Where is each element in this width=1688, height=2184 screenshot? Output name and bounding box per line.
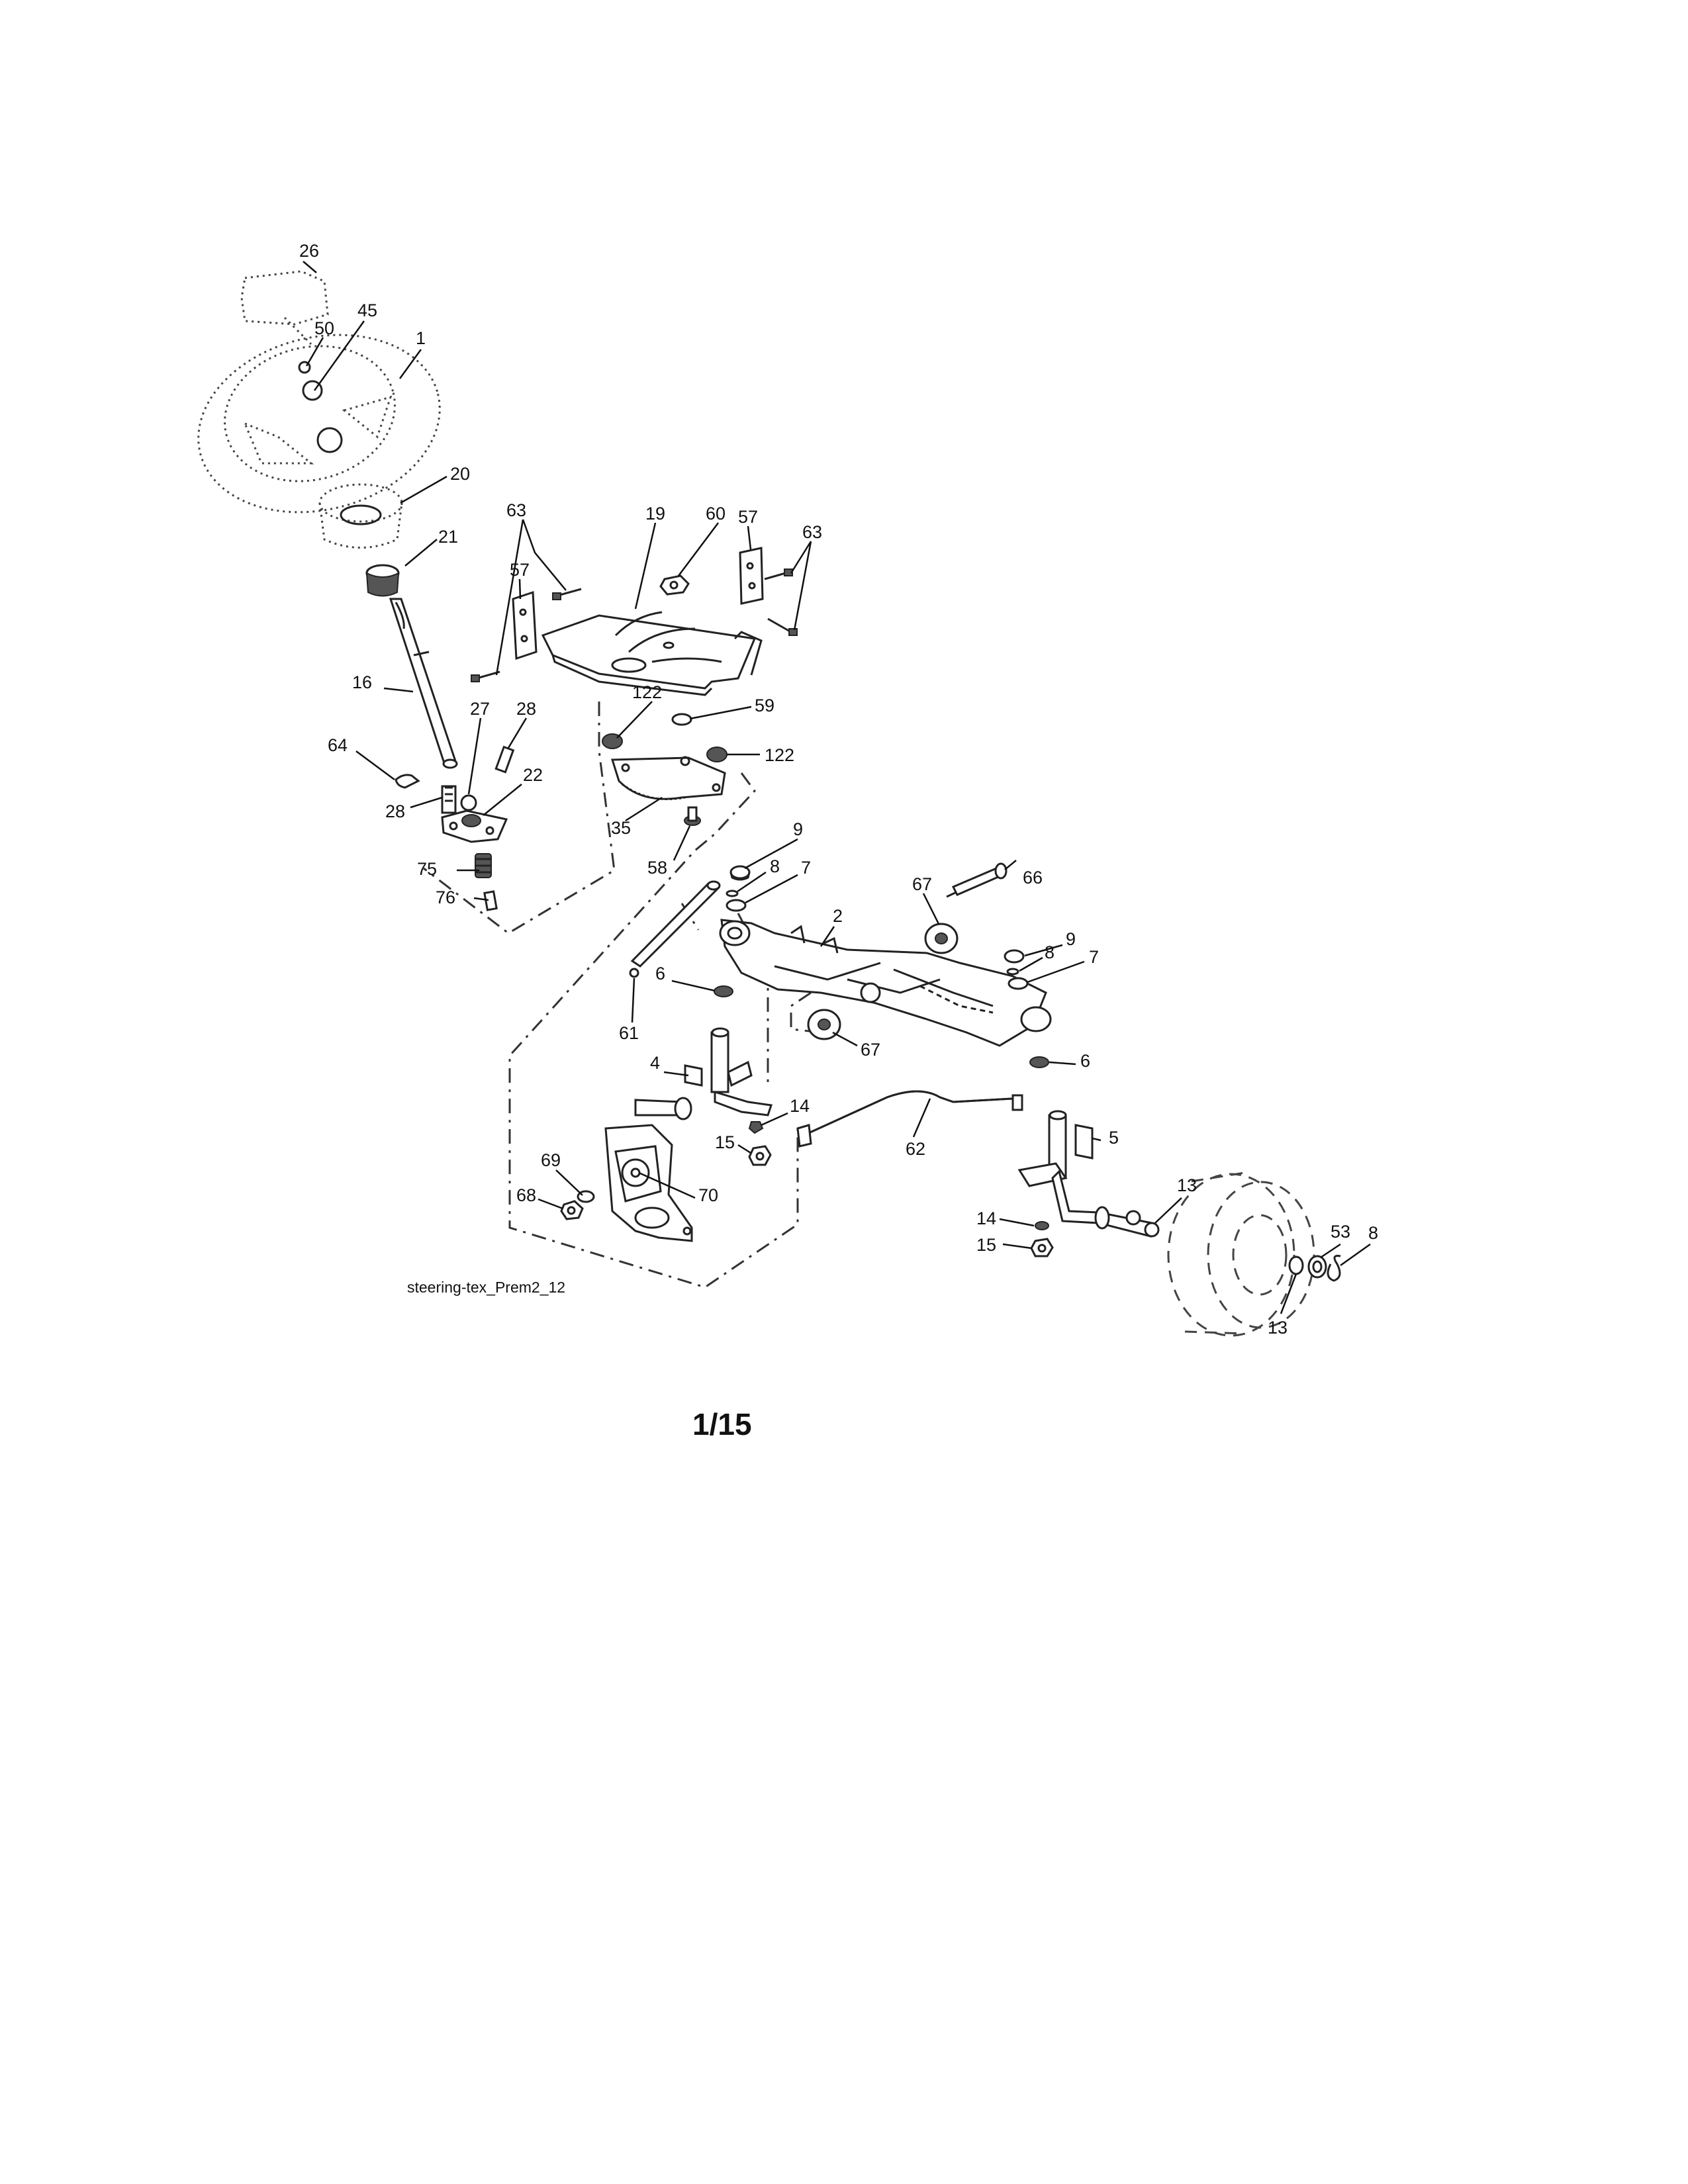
page-number: 1/15	[692, 1407, 752, 1441]
steering-support-plate	[541, 611, 763, 696]
callout-7-left: 7	[801, 858, 811, 878]
callout-58: 58	[647, 858, 667, 878]
callout-62: 62	[906, 1139, 925, 1159]
callout-63-left: 63	[506, 500, 526, 520]
thrust-washers	[714, 985, 1049, 1068]
front-wheel	[1125, 1171, 1341, 1337]
tie-rod	[796, 1090, 1023, 1148]
callout-2: 2	[833, 906, 843, 926]
callout-26: 26	[299, 241, 319, 261]
callout-69: 69	[541, 1150, 561, 1170]
callout-53: 53	[1331, 1222, 1350, 1242]
callout-59: 59	[755, 696, 774, 715]
bolts-and-washer	[441, 745, 515, 814]
axle-pivot-hardware-right	[1004, 949, 1029, 990]
callout-28-upper: 28	[516, 699, 536, 719]
callout-57-left: 57	[510, 560, 530, 580]
lock-nut	[659, 574, 690, 596]
callout-9-right: 9	[1066, 929, 1076, 949]
sector-gear	[610, 756, 726, 800]
pinion-gear	[475, 853, 498, 911]
callout-64: 64	[328, 735, 348, 755]
callout-14-right: 14	[976, 1208, 996, 1228]
callout-16: 16	[352, 672, 372, 692]
callout-57-right: 57	[738, 507, 758, 527]
front-axle	[719, 919, 1052, 1047]
callout-13-upper: 13	[1177, 1175, 1197, 1195]
callout-63-right: 63	[802, 522, 822, 542]
flange-bearing	[441, 809, 508, 843]
callout-7-right: 7	[1089, 947, 1099, 967]
callout-15-left: 15	[715, 1132, 735, 1152]
right-spindle	[1017, 1110, 1160, 1238]
callout-8-left: 8	[770, 856, 780, 876]
callout-leader-lines	[303, 261, 1371, 1314]
callout-76: 76	[436, 887, 455, 907]
callout-15-right: 15	[976, 1235, 996, 1255]
callout-21: 21	[438, 527, 458, 547]
callout-27: 27	[470, 699, 490, 719]
left-spindle	[634, 1027, 773, 1120]
spindle-nut-left	[748, 1121, 772, 1166]
callout-28-lower: 28	[385, 801, 405, 821]
callout-45: 45	[357, 300, 377, 320]
callout-66: 66	[1023, 868, 1043, 887]
mounting-brackets	[471, 547, 798, 682]
drag-link	[629, 880, 721, 978]
steering-shaft	[389, 598, 458, 769]
callout-22: 22	[523, 765, 543, 785]
callout-75: 75	[417, 859, 437, 879]
shaft-clip	[395, 774, 420, 789]
callout-6-left: 6	[655, 964, 665, 983]
callout-61: 61	[619, 1023, 639, 1043]
callout-122-left: 122	[632, 682, 662, 702]
callout-20: 20	[450, 464, 470, 484]
callout-19: 19	[645, 504, 665, 523]
drawing-id-label: steering-tex_Prem2_12	[407, 1279, 566, 1296]
callout-68: 68	[516, 1185, 536, 1205]
washers-and-spacers	[602, 713, 727, 762]
callout-8-right: 8	[1045, 942, 1055, 962]
callout-8-wheel: 8	[1368, 1223, 1378, 1243]
callout-60: 60	[706, 504, 726, 523]
spindle-nut-right	[1030, 1221, 1054, 1257]
callout-13-lower: 13	[1268, 1318, 1288, 1338]
callout-1: 1	[416, 328, 426, 348]
sector-bolt	[684, 806, 701, 826]
axle-bumpers	[807, 923, 959, 1040]
callout-122-right: 122	[765, 745, 794, 765]
callout-14-left: 14	[790, 1096, 810, 1116]
steering-wheel-adapter	[318, 483, 403, 549]
steering-wheel	[197, 334, 441, 514]
callout-9-left: 9	[793, 819, 803, 839]
callout-35: 35	[611, 818, 631, 838]
callout-50: 50	[314, 318, 334, 338]
callout-4: 4	[650, 1053, 660, 1073]
callout-5: 5	[1109, 1128, 1119, 1148]
callout-labels: 26 45 50 1 20 21 16 64 27 28 28 22 75 76…	[299, 241, 1378, 1338]
callout-67-upper: 67	[912, 874, 932, 894]
axle-pivot-hardware-left	[726, 865, 751, 912]
steering-bushing	[365, 564, 400, 597]
callout-6-right: 6	[1080, 1051, 1090, 1071]
steering-bracket	[560, 1124, 693, 1242]
callout-67-lower: 67	[861, 1040, 880, 1060]
callout-70: 70	[698, 1185, 718, 1205]
steering-wheel-cap	[240, 270, 329, 345]
pivot-bolt	[946, 862, 1008, 898]
